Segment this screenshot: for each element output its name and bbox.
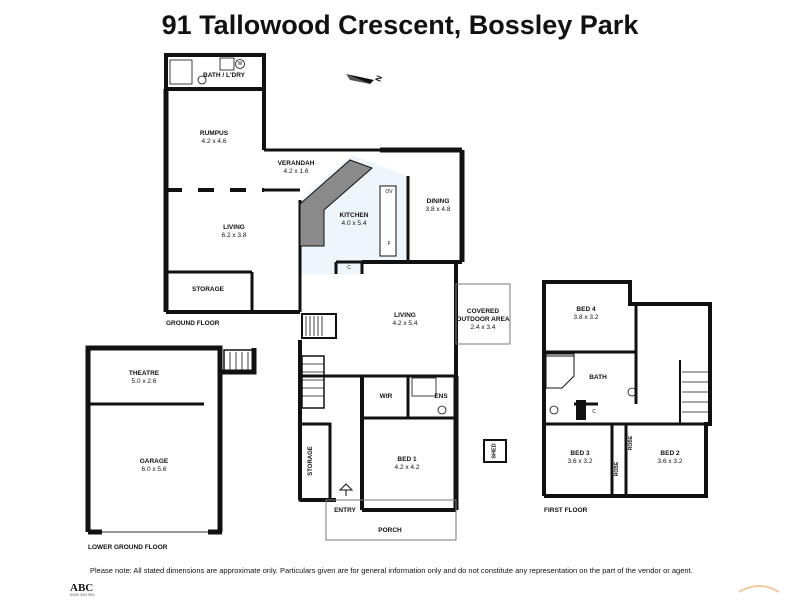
laundry-sink [219, 57, 235, 71]
lower-stair-treads [302, 363, 324, 397]
room-storage-upper: STORAGE [191, 286, 225, 293]
ens-toilet-icon [437, 405, 447, 415]
ground-floor-walls [163, 53, 511, 376]
kitchen-bench-right [379, 185, 397, 257]
room-robe-1: ROBE [614, 461, 621, 477]
room-bath-ldry: BATH / L'DRY [203, 72, 245, 79]
room-entry: ENTRY [334, 507, 356, 514]
room-wir: WIR [379, 393, 393, 400]
laundry-toilet-icon [197, 75, 207, 85]
marker-c: C [347, 265, 351, 271]
floor-label-first: FIRST FLOOR [544, 507, 588, 514]
marker-f: F [387, 241, 391, 247]
entry-door-arrow [338, 483, 354, 496]
logo-text: ABC [70, 582, 94, 594]
agency-logo: ABC 0000 433 393 [70, 583, 124, 597]
first-floor-stair-treads [682, 371, 708, 413]
lower-ground-walls [85, 345, 257, 535]
toilet-icon [549, 405, 559, 415]
entry-bed-walls [298, 340, 459, 541]
room-porch: PORCH [378, 527, 402, 534]
watermark-icon [738, 585, 780, 593]
bath-cabinet [576, 400, 586, 420]
marker-w: W [237, 61, 243, 67]
kitchen-bench [299, 159, 373, 247]
marker-ov: OV [385, 189, 393, 195]
first-floor-walls [542, 280, 712, 498]
room-ens: ENS [434, 393, 448, 400]
plan-title: 91 Tallowood Crescent, Bossley Park [161, 10, 639, 40]
floor-label-ground: GROUND FLOOR [166, 320, 220, 327]
theatre-stair-treads [229, 352, 249, 370]
room-bath-first: BATH [589, 374, 607, 381]
room-robe-2: ROBE [628, 435, 635, 451]
laundry-shower [169, 59, 193, 85]
ens-shower [411, 377, 437, 397]
room-shed: SHED [491, 443, 498, 459]
floor-label-lower: LOWER GROUND FLOOR [88, 544, 168, 551]
room-storage-lower: STORAGE [307, 446, 314, 476]
washer-icon [235, 59, 245, 69]
logo-phone: 0000 433 393 [70, 592, 95, 597]
toilet-icon-2 [627, 387, 637, 397]
ground-stair-treads [305, 316, 323, 336]
north-compass-icon [346, 74, 374, 84]
bathtub [545, 353, 575, 389]
shed-outline [483, 439, 507, 463]
disclaimer-note: Please note: All stated dimensions are a… [90, 566, 693, 575]
marker-c2: C [592, 409, 596, 415]
